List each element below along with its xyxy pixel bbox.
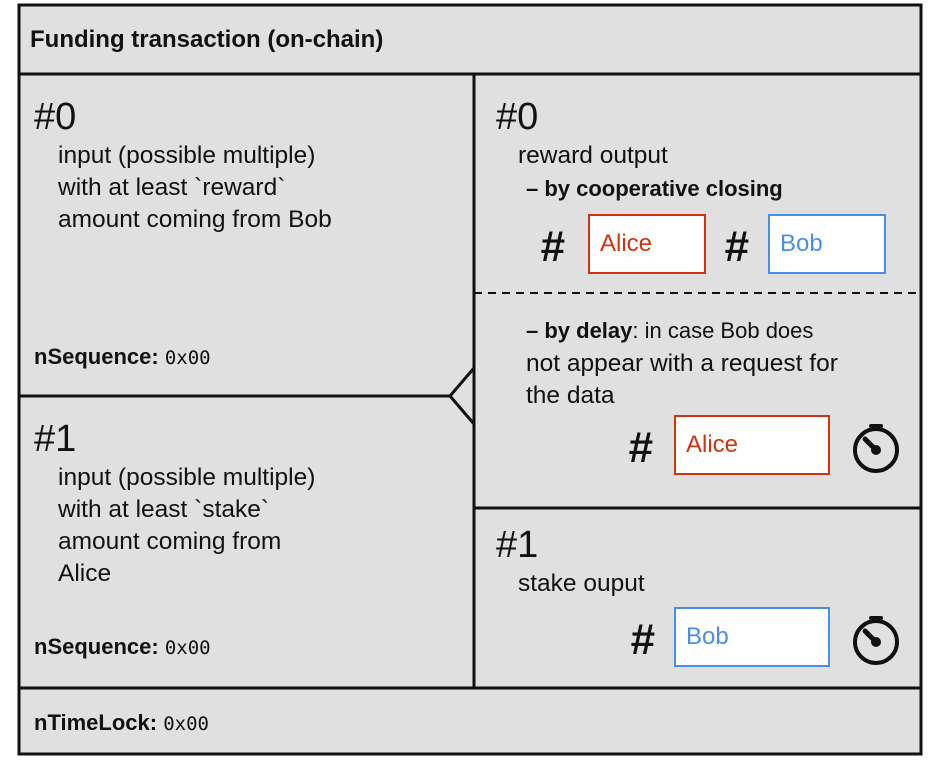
signer-label: Bob xyxy=(780,230,823,257)
input-1-nsequence: nSequence: 0x00 xyxy=(34,636,211,658)
nsequence-value: 0x00 xyxy=(164,347,211,369)
hash-icon: # xyxy=(628,423,653,472)
signer-label: Bob xyxy=(686,623,729,650)
input-0-desc-line-1: input (possible multiple) xyxy=(58,142,316,169)
stopwatch-icon xyxy=(853,424,899,473)
delay-label: – by delay: in case Bob does xyxy=(526,320,813,342)
output-0-index: #0 xyxy=(496,96,539,138)
cooperative-closing-label: – by cooperative closing xyxy=(526,176,783,201)
nsequence-label: nSequence: xyxy=(34,634,159,659)
hash-icon: # xyxy=(630,615,655,664)
output-1-title: stake ouput xyxy=(518,570,645,597)
signer-label: Alice xyxy=(686,431,739,458)
nsequence-value: 0x00 xyxy=(164,637,211,659)
input-0-index: #0 xyxy=(34,96,77,138)
input-1-desc-line-3: amount coming from xyxy=(58,528,282,555)
input-divider-notch xyxy=(448,367,476,425)
delay-label-rest: : in case Bob does xyxy=(632,318,814,343)
stopwatch-icon xyxy=(853,616,899,665)
input-0-nsequence: nSequence: 0x00 xyxy=(34,346,211,368)
ntimelock-label: nTimeLock: xyxy=(34,710,158,735)
signer-box-bob: Bob xyxy=(674,607,830,667)
ntimelock: nTimeLock: 0x00 xyxy=(34,712,209,734)
hash-icon: # xyxy=(724,222,749,271)
input-0-desc-line-2: with at least `reward` xyxy=(58,174,286,201)
input-1-desc-line-1: input (possible multiple) xyxy=(58,464,316,491)
signer-box-alice: Alice xyxy=(674,415,830,475)
input-1-index: #1 xyxy=(34,418,77,460)
signer-box-bob: Bob xyxy=(768,214,886,274)
input-1-desc-line-2: with at least `stake` xyxy=(58,496,270,523)
input-0-desc-line-3: amount coming from Bob xyxy=(58,206,332,233)
nsequence-label: nSequence: xyxy=(34,344,159,369)
delay-desc-line-2: the data xyxy=(526,382,615,409)
hash-icon: # xyxy=(540,222,565,271)
delay-desc-line-1: not appear with a request for xyxy=(526,350,838,377)
output-1-index: #1 xyxy=(496,524,539,566)
diagram-title: Funding transaction (on-chain) xyxy=(30,26,384,53)
input-1-desc-line-4: Alice xyxy=(58,560,112,587)
signer-box-alice: Alice xyxy=(588,214,706,274)
delay-label-bold: – by delay xyxy=(526,318,633,343)
signer-label: Alice xyxy=(600,230,653,257)
output-0-title: reward output xyxy=(518,142,668,169)
ntimelock-value: 0x00 xyxy=(163,713,209,735)
